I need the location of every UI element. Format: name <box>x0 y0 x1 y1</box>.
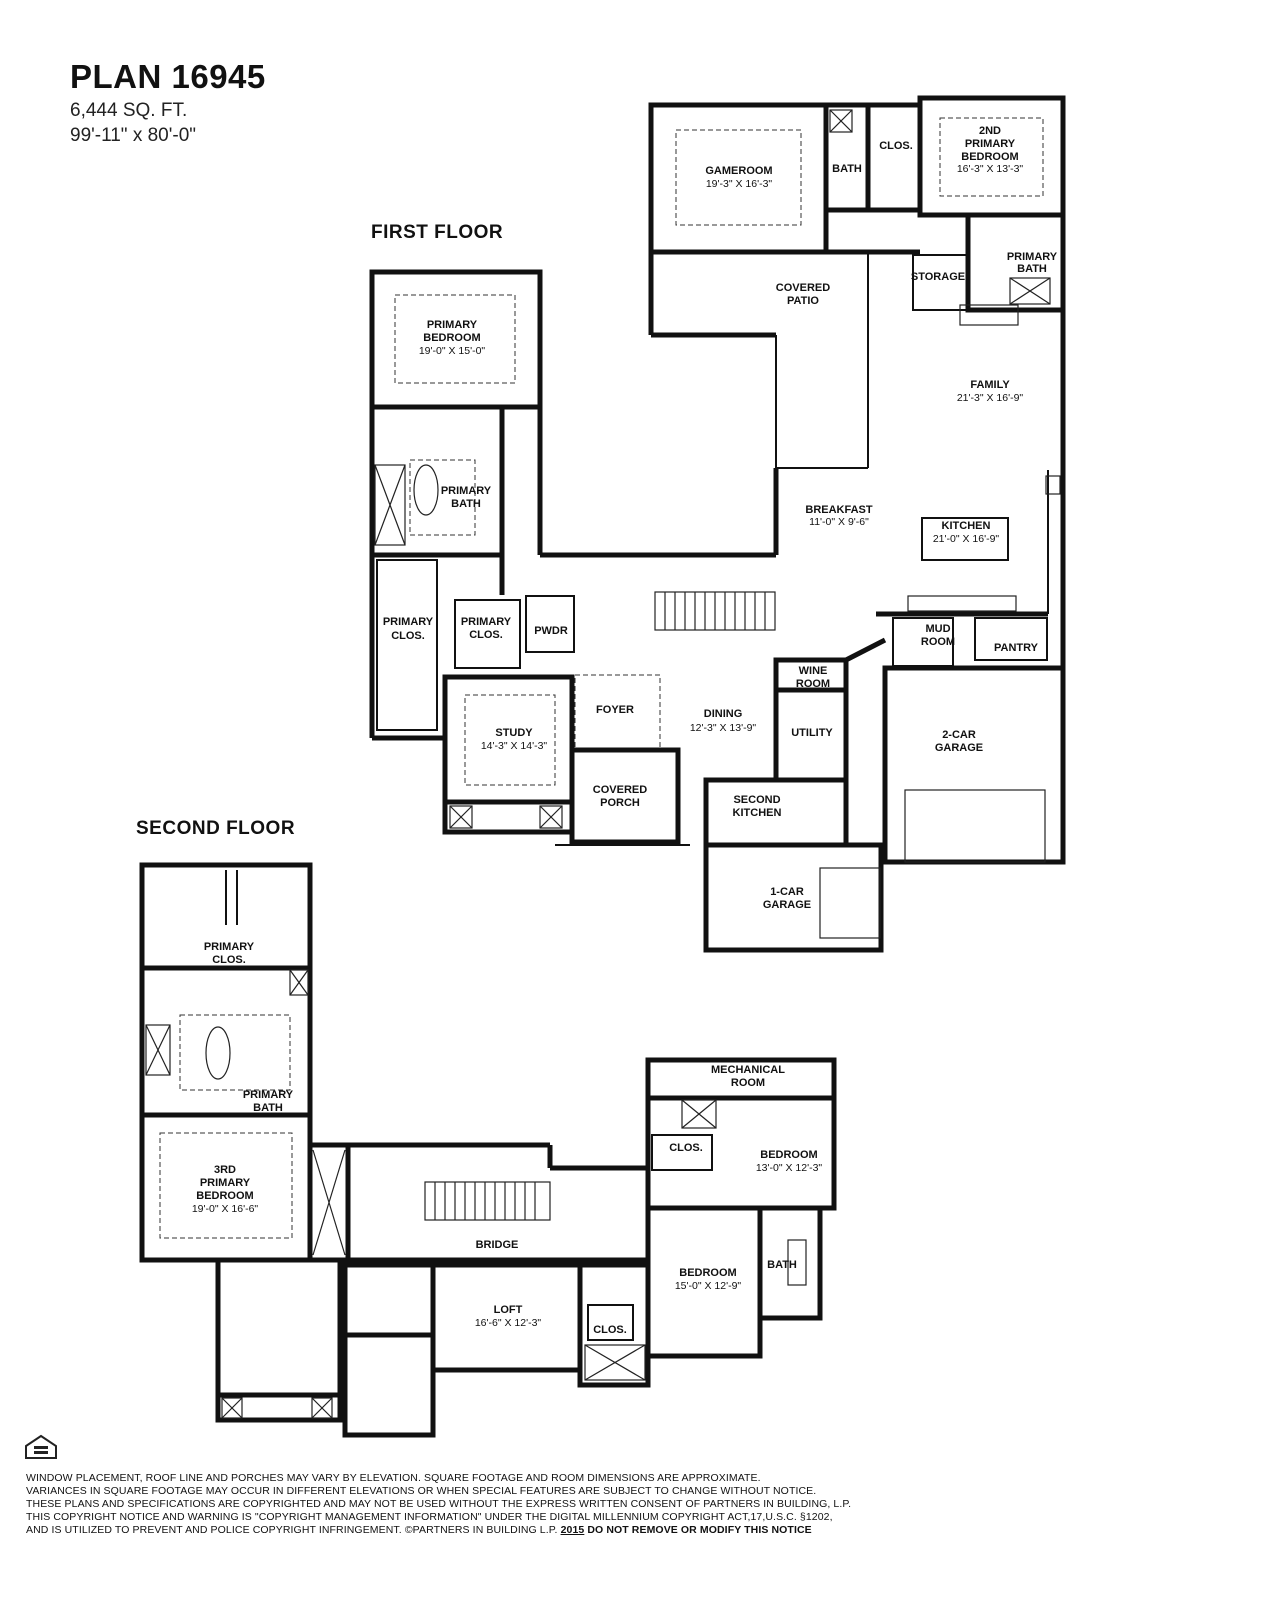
room-kitchen-size: 21'-0" X 16'-9" <box>933 533 1000 545</box>
room-bath-upper-label: BATH <box>832 163 862 175</box>
room-sf-3rd-primary-line1: 3RD <box>214 1164 236 1176</box>
room-mud-line2: ROOM <box>921 636 955 648</box>
room-sf-bedroom-a-size: 13'-0" X 12'-3" <box>756 1162 823 1174</box>
room-primary-bath-right-line1: PRIMARY <box>1007 251 1058 263</box>
room-primary-bedroom-size: 19'-0" X 15'-0" <box>419 345 486 357</box>
room-2nd-primary-line2: PRIMARY <box>965 138 1016 150</box>
room-primary-bedroom-line2: BEDROOM <box>423 332 480 344</box>
room-mechanical-line2: ROOM <box>731 1077 765 1089</box>
room-wine-line2: ROOM <box>796 678 830 690</box>
room-family-label: FAMILY <box>970 379 1010 391</box>
first-floor-walls <box>369 95 1066 953</box>
equal-housing-icon <box>25 1434 57 1459</box>
room-sf-primary-bath-line1: PRIMARY <box>243 1089 294 1101</box>
room-primary-bath-right-line2: BATH <box>1017 263 1047 275</box>
room-bridge-label: BRIDGE <box>476 1239 519 1251</box>
room-foyer-label: FOYER <box>596 704 634 716</box>
disclaimer-line-1: WINDOW PLACEMENT, ROOF LINE AND PORCHES … <box>26 1472 761 1484</box>
room-primary-clos-1-line2: CLOS. <box>391 630 425 642</box>
room-2nd-primary-size: 16'-3" X 13'-3" <box>957 163 1024 175</box>
room-gameroom-label: GAMEROOM <box>705 165 772 177</box>
room-family-size: 21'-3" X 16'-9" <box>957 392 1024 404</box>
room-sf-clos-b-label: CLOS. <box>593 1324 627 1336</box>
disclaimer-year: 2015 <box>560 1524 585 1536</box>
room-second-kitchen-line1: SECOND <box>733 794 780 806</box>
room-mud-line1: MUD <box>925 623 950 635</box>
room-sf-3rd-primary-line3: BEDROOM <box>196 1190 253 1202</box>
disclaimer-line-5b: DO NOT REMOVE OR MODIFY THIS NOTICE <box>584 1524 812 1536</box>
room-2nd-primary-line3: BEDROOM <box>961 151 1018 163</box>
room-sf-bedroom-b-label: BEDROOM <box>679 1267 736 1279</box>
disclaimer-line-5a: AND IS UTILIZED TO PREVENT AND POLICE CO… <box>26 1524 561 1536</box>
room-2nd-primary-line1: 2ND <box>979 125 1001 137</box>
room-breakfast-label: BREAKFAST <box>805 504 873 516</box>
room-primary-bath-line1: PRIMARY <box>441 485 492 497</box>
room-sf-bath-label: BATH <box>767 1259 797 1271</box>
second-floor-walls <box>139 862 837 1438</box>
room-study-label: STUDY <box>495 727 533 739</box>
room-mechanical-line1: MECHANICAL <box>711 1064 785 1076</box>
room-primary-clos-1-line1: PRIMARY <box>383 616 434 628</box>
room-primary-clos-2-line1: PRIMARY <box>461 616 512 628</box>
room-sf-primary-bath-line2: BATH <box>253 1102 283 1114</box>
room-storage-label: STORAGE <box>911 271 965 283</box>
room-study-size: 14'-3" X 14'-3" <box>481 740 548 752</box>
room-utility-label: UTILITY <box>791 727 833 739</box>
room-primary-bath-line2: BATH <box>451 498 481 510</box>
second-floor-title: SECOND FLOOR <box>136 818 296 839</box>
room-wine-line1: WINE <box>799 665 828 677</box>
room-sf-3rd-primary-size: 19'-0" X 16'-6" <box>192 1203 259 1215</box>
first-floor-title: FIRST FLOOR <box>371 222 504 243</box>
room-covered-porch-line2: PORCH <box>600 797 640 809</box>
disclaimer-line-4: THIS COPYRIGHT NOTICE AND WARNING IS "CO… <box>26 1511 833 1523</box>
room-sf-bedroom-a-label: BEDROOM <box>760 1149 817 1161</box>
room-clos-upper-label: CLOS. <box>879 140 913 152</box>
first-floor-labels: GAMEROOM 19'-3" X 16'-3" BATH CLOS. 2ND … <box>383 125 1058 911</box>
room-primary-clos-2-line2: CLOS. <box>469 629 503 641</box>
room-covered-porch-line1: COVERED <box>593 784 647 796</box>
room-loft-label: LOFT <box>494 1304 523 1316</box>
room-covered-patio-line2: PATIO <box>787 295 819 307</box>
room-gameroom-size: 19'-3" X 16'-3" <box>706 178 773 190</box>
room-garage2-line2: GARAGE <box>935 742 983 754</box>
room-dining-size: 12'-3" X 13'-9" <box>690 722 757 734</box>
room-sf-3rd-primary-line2: PRIMARY <box>200 1177 251 1189</box>
room-kitchen-label: KITCHEN <box>942 520 991 532</box>
room-dining-label: DINING <box>704 708 743 720</box>
second-floor-labels: PRIMARY CLOS. PRIMARY BATH 3RD PRIMARY B… <box>192 941 823 1336</box>
room-garage1-line2: GARAGE <box>763 899 811 911</box>
copyright-disclaimer: WINDOW PLACEMENT, ROOF LINE AND PORCHES … <box>26 1472 1026 1537</box>
plan-title: PLAN 16945 <box>70 58 266 95</box>
room-sf-clos-a-label: CLOS. <box>669 1142 703 1154</box>
room-primary-bedroom-line1: PRIMARY <box>427 319 478 331</box>
room-pwdr-label: PWDR <box>534 625 568 637</box>
room-covered-patio-line1: COVERED <box>776 282 830 294</box>
room-garage1-line1: 1-CAR <box>770 886 804 898</box>
disclaimer-line-2: VARIANCES IN SQUARE FOOTAGE MAY OCCUR IN… <box>26 1485 817 1497</box>
room-loft-size: 16'-6" X 12'-3" <box>475 1317 542 1329</box>
room-garage2-line1: 2-CAR <box>942 729 976 741</box>
plan-square-footage: 6,444 SQ. FT. <box>70 100 188 121</box>
room-second-kitchen-line2: KITCHEN <box>733 807 782 819</box>
disclaimer-line-3: THESE PLANS AND SPECIFICATIONS ARE COPYR… <box>26 1498 852 1510</box>
room-pantry-label: PANTRY <box>994 642 1039 654</box>
room-sf-primary-clos-line2: CLOS. <box>212 954 246 966</box>
room-breakfast-size: 11'-0" X 9'-6" <box>809 516 869 528</box>
room-sf-primary-clos-line1: PRIMARY <box>204 941 255 953</box>
disclaimer-line-5: AND IS UTILIZED TO PREVENT AND POLICE CO… <box>26 1524 1026 1537</box>
plan-dimensions: 99'-11" x 80'-0" <box>70 125 197 146</box>
room-sf-bedroom-b-size: 15'-0" X 12'-9" <box>675 1280 742 1292</box>
